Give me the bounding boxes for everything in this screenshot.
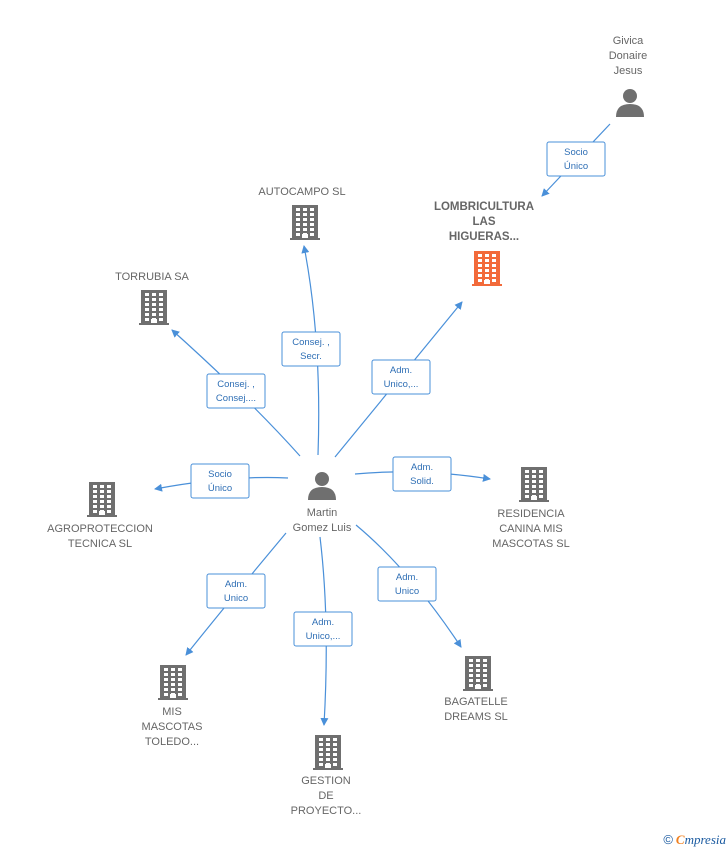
node-label: Gomez Luis <box>293 522 352 534</box>
node-label: TECNICA SL <box>68 538 132 550</box>
edge-label-text: Adm. <box>396 572 418 583</box>
node-label: LAS <box>473 216 496 228</box>
edge-martin-gestion: Adm. Unico,... <box>293 536 353 726</box>
brand-initial: C <box>675 832 685 847</box>
edge-label-text: Unico,... <box>384 379 419 390</box>
building-icon <box>290 205 320 240</box>
person-icon <box>308 472 336 500</box>
node-bagatelle[interactable]: BAGATELLE DREAMS SL <box>444 656 508 723</box>
node-label: MASCOTAS SL <box>492 538 569 550</box>
edge-label-box[interactable] <box>281 331 341 367</box>
edge-martin-autocampo: Consej. , Secr. <box>281 245 341 456</box>
edge-label-text: Único <box>564 161 588 172</box>
node-label: DREAMS SL <box>444 711 508 723</box>
node-label: BAGATELLE <box>444 696 507 708</box>
edge-label-box[interactable] <box>377 566 437 602</box>
node-label: Jesus <box>614 65 643 77</box>
edge-label-text: Socio <box>564 147 588 158</box>
node-label: AUTOCAMPO SL <box>258 186 345 198</box>
edge-martin-residencia: Adm. Solid. <box>354 456 491 492</box>
edge-label-text: Secr. <box>300 351 322 362</box>
edge-label-box[interactable] <box>371 359 431 395</box>
edge-label-text: Consej.... <box>216 393 256 404</box>
node-label: Martin <box>307 507 338 519</box>
node-label: MIS <box>162 706 182 718</box>
node-label: TORRUBIA SA <box>115 271 189 283</box>
edge-martin-lombricultura: Adm. Unico,... <box>334 301 463 458</box>
node-label: PROYECTO... <box>291 805 362 817</box>
edge-label-text: Adm. <box>225 579 247 590</box>
node-label: Givica <box>613 35 644 47</box>
node-label: HIGUERAS... <box>449 231 519 243</box>
edge-label-text: Adm. <box>390 365 412 376</box>
edge-label-text: Consej. , <box>217 379 255 390</box>
node-label: DE <box>318 790 333 802</box>
edge-label-box[interactable] <box>392 456 452 492</box>
edge-label-box[interactable] <box>546 141 606 177</box>
node-label: LOMBRICULTURA <box>434 201 534 213</box>
edge-label-text: Consej. , <box>292 337 330 348</box>
edge-label-text: Unico <box>224 593 248 604</box>
edge-martin-mismascotas: Adm. Unico <box>185 532 287 656</box>
edge-label-text: Único <box>208 483 232 494</box>
edge-label-box[interactable] <box>206 573 266 609</box>
building-icon <box>472 251 502 286</box>
brand-footer[interactable]: ©Cmpresia <box>663 832 726 848</box>
edge-label-text: Adm. <box>411 462 433 473</box>
node-mismascotas[interactable]: MIS MASCOTAS TOLEDO... <box>142 665 203 748</box>
copyright-icon: © <box>663 832 673 847</box>
edge-label-text: Adm. <box>312 617 334 628</box>
node-label: RESIDENCIA <box>497 508 565 520</box>
building-icon <box>139 290 169 325</box>
node-label: TOLEDO... <box>145 736 199 748</box>
node-lombricultura[interactable]: LOMBRICULTURA LAS HIGUERAS... <box>434 201 534 286</box>
node-label: CANINA MIS <box>499 523 563 535</box>
node-agroproteccion[interactable]: AGROPROTECCION TECNICA SL <box>47 482 153 550</box>
brand-name: mpresia <box>684 832 726 847</box>
edge-label-text: Socio <box>208 469 232 480</box>
node-residencia[interactable]: RESIDENCIA CANINA MIS MASCOTAS SL <box>492 467 570 550</box>
building-icon <box>158 665 188 700</box>
edge-martin-torrubia: Consej. , Consej.... <box>171 329 301 457</box>
edge-label-text: Unico <box>395 586 419 597</box>
building-icon <box>313 735 343 770</box>
node-autocampo[interactable]: AUTOCAMPO SL <box>258 186 346 240</box>
building-icon <box>463 656 493 691</box>
building-icon <box>519 467 549 502</box>
edge-martin-bagatelle: Adm. Unico <box>355 524 462 648</box>
person-icon <box>616 89 644 117</box>
edge-label-text: Unico,... <box>306 631 341 642</box>
node-label: MASCOTAS <box>142 721 203 733</box>
edge-label-box[interactable] <box>206 373 266 409</box>
node-label: Donaire <box>609 50 648 62</box>
node-label: AGROPROTECCION <box>47 523 153 535</box>
node-gestion[interactable]: GESTION DE PROYECTO... <box>291 735 362 817</box>
edge-label-box[interactable] <box>190 463 250 499</box>
edge-label-text: Solid. <box>410 476 434 487</box>
building-icon <box>87 482 117 517</box>
node-torrubia[interactable]: TORRUBIA SA <box>115 271 190 325</box>
edge-label-box[interactable] <box>293 611 353 647</box>
node-label: GESTION <box>301 775 351 787</box>
